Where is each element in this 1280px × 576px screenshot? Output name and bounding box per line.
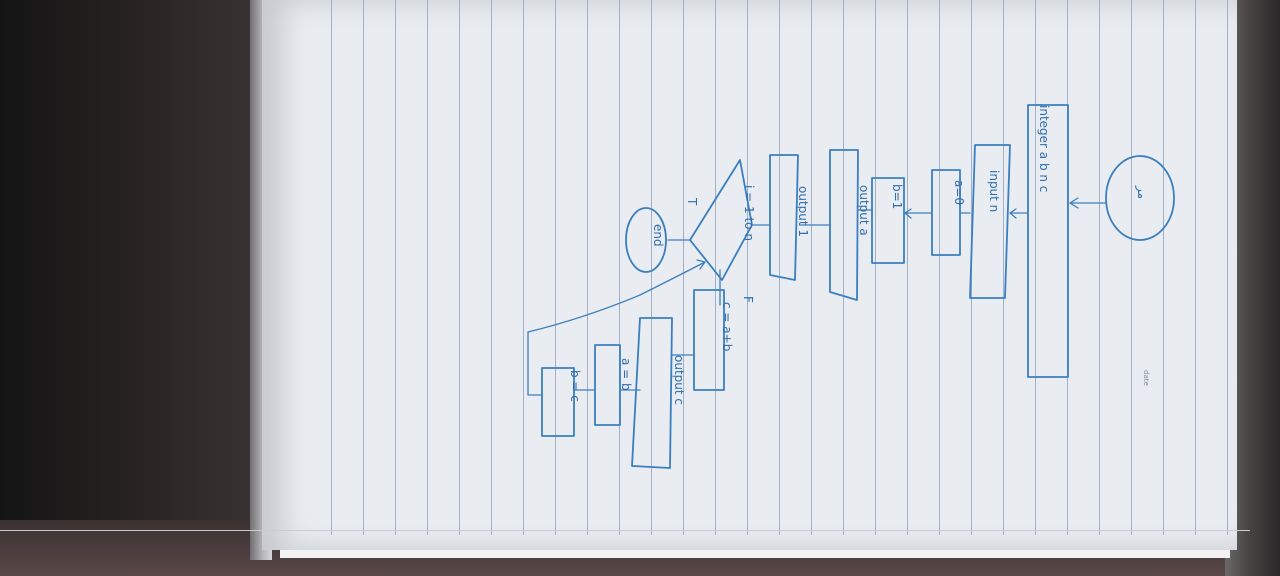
output-a-parallelogram bbox=[829, 149, 859, 301]
ruled-lines bbox=[300, 0, 1230, 535]
sum-box bbox=[693, 289, 725, 391]
output-1-label: output 1 bbox=[796, 186, 810, 237]
loop-back-arrow bbox=[527, 259, 707, 396]
shift-b-label: b = c bbox=[568, 370, 582, 402]
loop-label: i = 1 to n bbox=[742, 185, 756, 241]
sum-label: c = a+b bbox=[720, 302, 734, 351]
assign-a-label: a=0 bbox=[952, 180, 966, 205]
loop-diamond bbox=[689, 159, 753, 281]
shift-b-box bbox=[541, 367, 575, 437]
arrow-start-declare bbox=[1068, 197, 1106, 209]
arrow-declare-input bbox=[1008, 208, 1029, 219]
output-c-parallelogram bbox=[631, 317, 673, 469]
declare-box bbox=[1027, 104, 1069, 378]
page-bottom-edge bbox=[280, 550, 1230, 558]
end-label: end bbox=[651, 224, 665, 247]
assign-b-box bbox=[871, 177, 905, 264]
output-c-label: output c bbox=[672, 355, 686, 405]
declare-label: integer a b n c bbox=[1037, 105, 1051, 192]
input-parallelogram bbox=[969, 144, 1011, 299]
output-1-parallelogram bbox=[769, 154, 799, 281]
arrow-assign-a-assign-b bbox=[903, 208, 933, 219]
page-margin-line bbox=[0, 530, 1250, 531]
false-label: F bbox=[741, 296, 755, 303]
desk-background bbox=[0, 0, 270, 576]
input-label: input n bbox=[987, 170, 1001, 212]
end-oval bbox=[625, 207, 667, 273]
shift-a-box bbox=[594, 344, 621, 426]
shift-a-label: a = b bbox=[619, 358, 633, 391]
start-oval bbox=[1105, 155, 1175, 241]
start-label: مر bbox=[1134, 185, 1149, 199]
assign-b-label: b=1 bbox=[890, 184, 904, 209]
output-a-label: output a bbox=[857, 185, 871, 236]
true-label: T bbox=[685, 197, 699, 206]
